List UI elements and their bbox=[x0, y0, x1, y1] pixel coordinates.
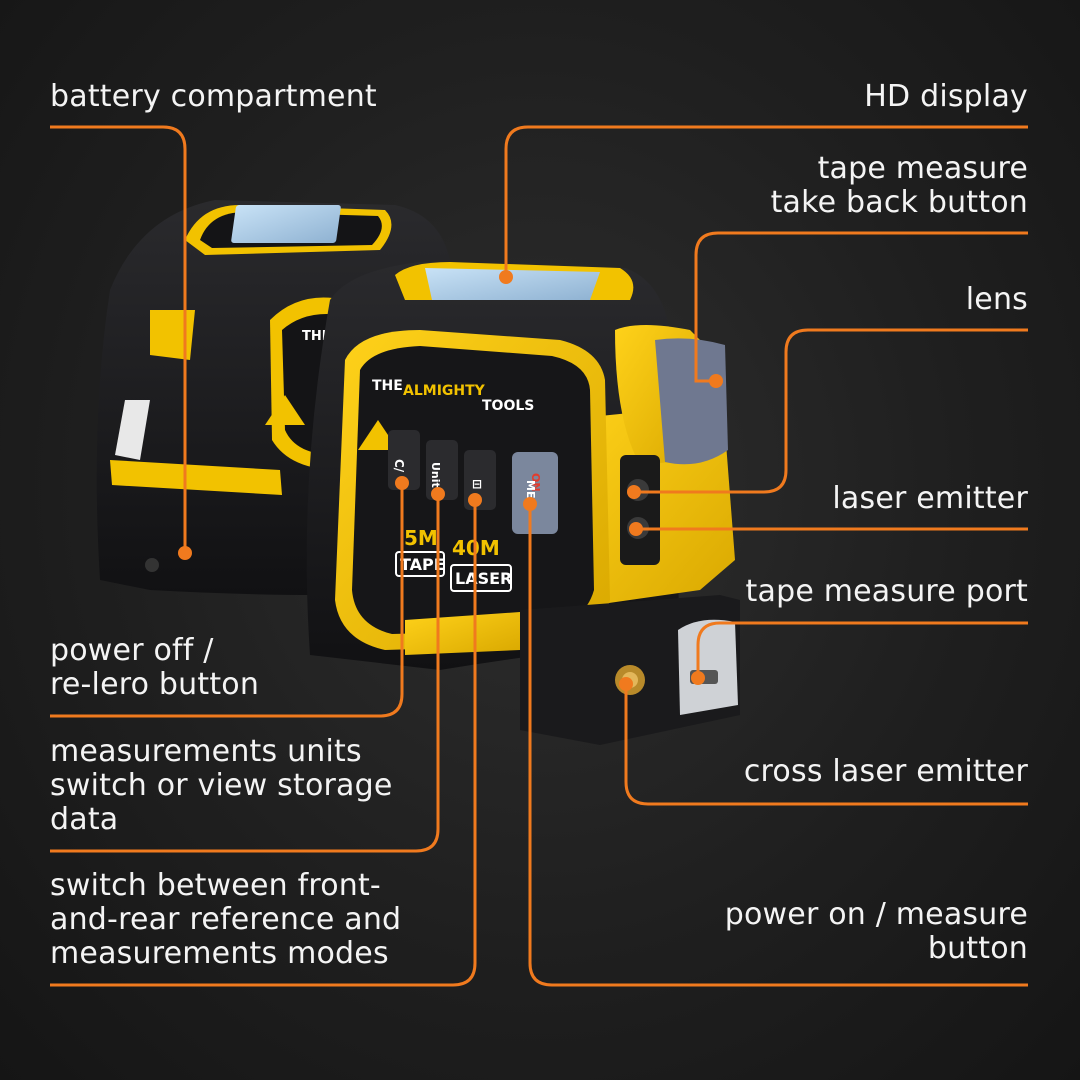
callout-tape-port bbox=[696, 621, 1028, 678]
callout-measurement-units-dot bbox=[431, 487, 445, 501]
callout-measurement-units bbox=[50, 494, 440, 853]
callout-battery-compartment-dot bbox=[178, 546, 192, 560]
label-take-back-button: tape measure take back button bbox=[770, 151, 1028, 220]
label-cross-laser: cross laser emitter bbox=[743, 754, 1028, 789]
reference-mode-button-label: ⊟ bbox=[472, 477, 482, 491]
callout-power-on-dot bbox=[523, 497, 537, 511]
callout-cross-laser bbox=[624, 684, 1028, 806]
callout-power-off bbox=[50, 483, 404, 718]
callout-cross-laser-dot bbox=[619, 677, 633, 691]
label-hd-display: HD display bbox=[864, 79, 1028, 114]
callout-lens bbox=[634, 328, 1028, 494]
label-battery-compartment: battery compartment bbox=[50, 79, 377, 114]
front-brand-the: THE bbox=[372, 378, 403, 394]
unit-button[interactable] bbox=[426, 440, 458, 500]
callout-switch-modes bbox=[50, 500, 477, 987]
callout-power-on bbox=[528, 504, 1028, 987]
callout-tape-port-dot bbox=[691, 671, 705, 685]
label-power-on: power on / measure button bbox=[724, 897, 1028, 966]
spec-tape-length: 5M bbox=[404, 526, 438, 550]
unit-button-label: Unit bbox=[429, 462, 442, 488]
front-device: THE ALMIGHTY TOOLS C/ Unit ⊟ ON MEA 5M 4… bbox=[306, 262, 740, 745]
power-off-button[interactable] bbox=[388, 430, 420, 490]
label-switch-modes: switch between front- and-rear reference… bbox=[50, 868, 402, 971]
callout-take-back-dot bbox=[709, 374, 723, 388]
label-tape-port: tape measure port bbox=[745, 574, 1028, 609]
callout-hd-display bbox=[504, 125, 1028, 277]
label-measurement-units: measurements units switch or view storag… bbox=[50, 734, 393, 837]
callout-laser-emitter-dot bbox=[629, 522, 643, 536]
measure-button[interactable] bbox=[512, 452, 558, 534]
tape-measure-port bbox=[678, 619, 738, 715]
callout-power-off-dot bbox=[395, 476, 409, 490]
label-laser-emitter: laser emitter bbox=[832, 481, 1028, 516]
callout-battery-compartment bbox=[50, 125, 187, 553]
label-lens: lens bbox=[965, 282, 1028, 317]
spec-tape-label: TAPE bbox=[400, 555, 445, 574]
callout-switch-modes-dot bbox=[468, 493, 482, 507]
power-off-button-label: C/ bbox=[392, 459, 406, 473]
label-power-off: power off / re-lero button bbox=[50, 633, 260, 702]
front-brand-almighty: ALMIGHTY bbox=[403, 383, 486, 399]
spec-laser-label: LASER bbox=[455, 569, 512, 588]
front-brand-tools: TOOLS bbox=[482, 398, 534, 414]
callout-lens-dot bbox=[627, 485, 641, 499]
measure-button-on-label: ON bbox=[529, 473, 542, 492]
callout-take-back bbox=[694, 231, 1028, 383]
callout-hd-display-dot bbox=[499, 270, 513, 284]
